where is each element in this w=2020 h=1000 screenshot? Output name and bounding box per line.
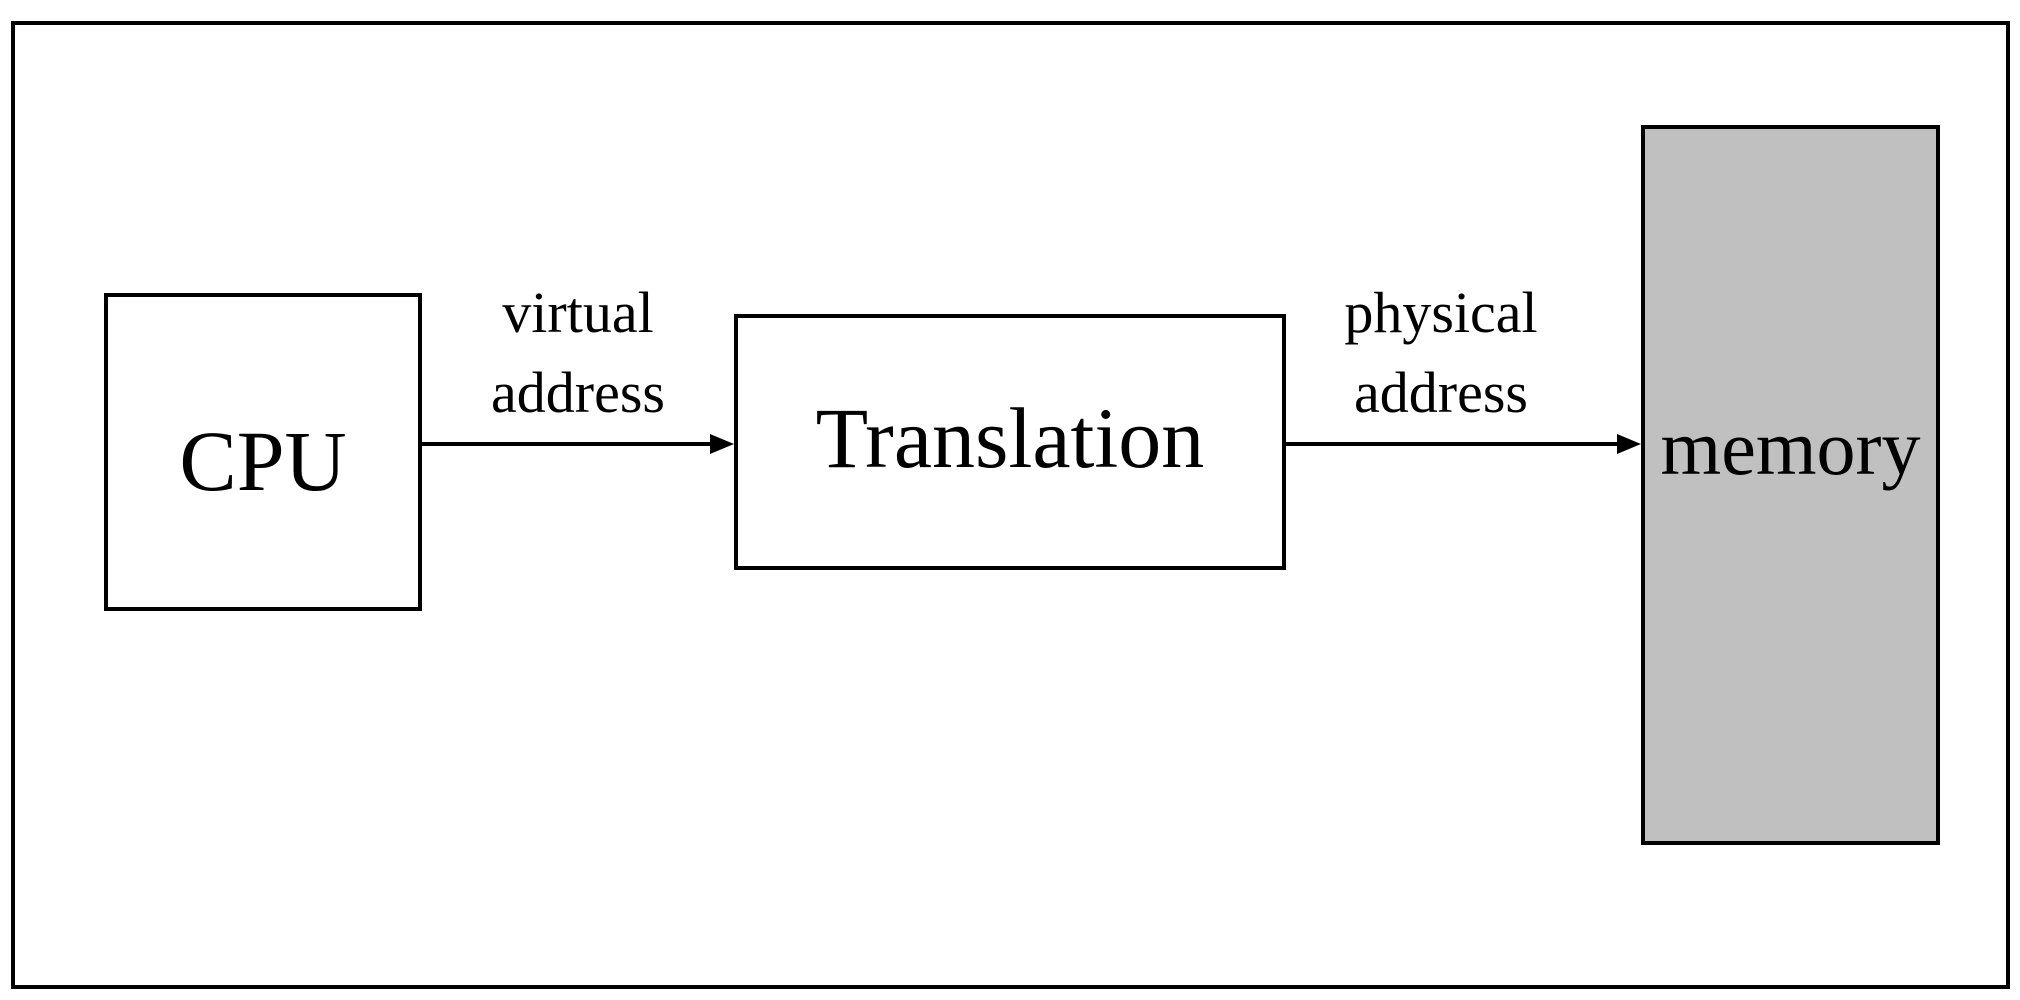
physical-address-label-line2: address — [1354, 360, 1528, 425]
cpu-box: CPU — [104, 293, 422, 611]
translation-label: Translation — [815, 390, 1205, 486]
cpu-label: CPU — [179, 413, 347, 509]
virtual-address-label-line2: address — [491, 360, 665, 425]
physical-address-label: physical address — [1310, 273, 1572, 433]
virtual-address-label: virtual address — [465, 273, 691, 433]
physical-address-label-line1: physical — [1344, 280, 1538, 345]
translation-box: Translation — [734, 314, 1286, 570]
virtual-address-label-line1: virtual — [502, 280, 654, 345]
memory-label: memory — [1660, 403, 1921, 491]
memory-box: memory — [1641, 125, 1940, 845]
